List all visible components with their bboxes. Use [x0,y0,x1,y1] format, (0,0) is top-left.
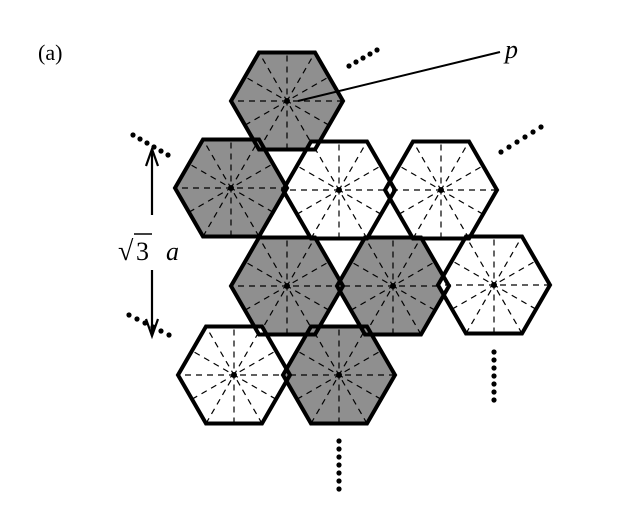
spacing-symbol: a [166,237,179,266]
continuation-dot [336,438,342,444]
continuation-dot [498,149,504,155]
lattice-point [228,185,234,191]
pointer-line [297,51,501,102]
hex-outline [228,235,346,337]
continuation-dot [491,349,497,355]
continuation-dot [130,132,136,138]
continuation-dot [336,446,342,452]
spacing-label: √ 3 a [118,233,179,267]
hex-outline [435,234,553,336]
hex-cell-upper-middle [283,141,395,239]
hex-cell-center-right [337,237,449,335]
continuation-dots [126,47,544,492]
continuation-dot [346,63,352,69]
hex-cell-lower-left [178,326,290,424]
continuation-dot [491,381,497,387]
continuation-dot [506,144,512,150]
continuation-dot [134,316,140,322]
hexagon-cells [172,50,553,426]
continuation-dot [530,129,536,135]
continuation-dot [360,55,366,61]
continuation-dot [522,134,528,140]
continuation-dot [144,140,150,146]
lattice-point [336,372,342,378]
continuation-dot [367,51,373,57]
point-label: p [503,35,518,64]
continuation-dot [126,312,132,318]
radical-sign: √ [118,236,134,267]
hex-cell-top [231,52,343,150]
spacing-arrow [144,145,160,340]
continuation-dot [158,148,164,154]
continuation-dot [166,332,172,338]
lattice-point [284,283,290,289]
continuation-dot [336,470,342,476]
hex-cell-far-right [438,236,550,334]
hex-cell-lower-middle [283,326,395,424]
hex-cell-upper-right [385,141,497,239]
continuation-dot [491,397,497,403]
lattice-point [284,98,290,104]
hex-outline [175,324,293,426]
continuation-dot [158,328,164,334]
continuation-dot [491,389,497,395]
lattice-point [231,372,237,378]
continuation-dot [353,59,359,65]
continuation-dot [491,365,497,371]
continuation-dot [336,454,342,460]
continuation-dot [491,373,497,379]
lattice-point [491,282,497,288]
hex-outline [228,50,346,152]
hex-cell-upper-left [175,139,287,237]
lattice-point [390,283,396,289]
continuation-dot [336,486,342,492]
lattice-point [438,187,444,193]
hex-cell-center-left [231,237,343,335]
hex-outline [280,324,398,426]
continuation-dot [538,124,544,130]
continuation-dot [336,478,342,484]
continuation-dot [491,357,497,363]
hex-outline [334,235,452,337]
continuation-dot [137,136,143,142]
continuation-dot [165,152,171,158]
panel-label: (a) [38,40,62,65]
radical-number: 3 [136,237,149,266]
continuation-dot [336,462,342,468]
continuation-dot [514,139,520,145]
continuation-dot [374,47,380,53]
lattice-point [336,187,342,193]
